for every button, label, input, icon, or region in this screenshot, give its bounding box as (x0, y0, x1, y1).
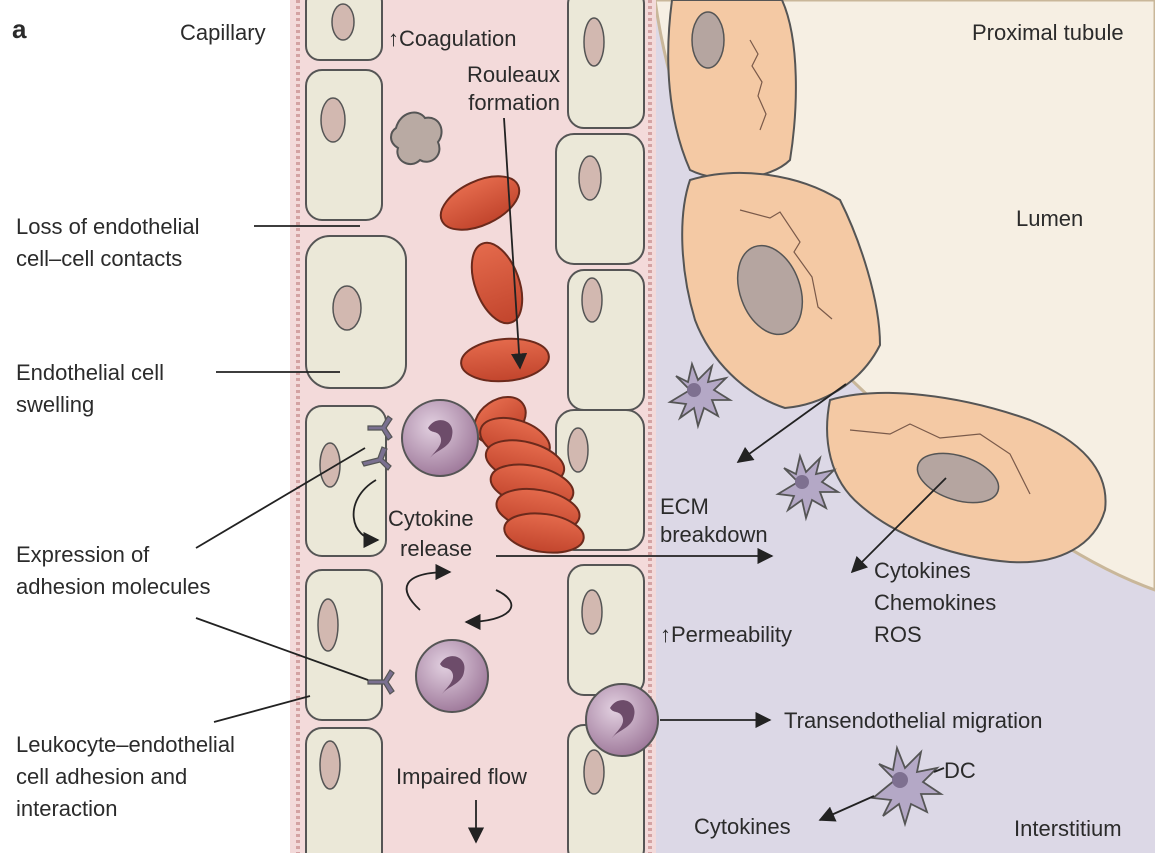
label-dc: DC (944, 758, 976, 783)
label-swelling-2: swelling (16, 392, 94, 417)
endothelial-cell-swollen (306, 236, 406, 388)
endothelial-cell (568, 270, 644, 410)
leukocyte (402, 400, 478, 476)
panel-letter: a (12, 14, 27, 44)
endothelial-cell (568, 0, 644, 128)
label-loss-contacts-1: Loss of endothelial (16, 214, 199, 239)
label-expression-2: adhesion molecules (16, 574, 210, 599)
endothelial-cell (306, 728, 382, 853)
leukocyte-migrating (586, 684, 658, 756)
label-tubule-chemokines: Chemokines (874, 590, 996, 615)
label-tubule-cytokines: Cytokines (874, 558, 971, 583)
label-rouleaux-2: formation (468, 90, 560, 115)
leukocyte (416, 640, 488, 712)
label-rouleaux-1: Rouleaux (467, 62, 560, 87)
endothelial-cell (306, 70, 382, 220)
label-swelling-1: Endothelial cell (16, 360, 164, 385)
platelet (391, 113, 442, 165)
label-capillary: Capillary (180, 20, 266, 45)
label-coagulation: ↑Coagulation (388, 26, 516, 51)
label-lumen: Lumen (1016, 206, 1083, 231)
endothelial-cell (306, 570, 382, 720)
label-leukocyte-2: cell adhesion and (16, 764, 187, 789)
label-dc-cytokines: Cytokines (694, 814, 791, 839)
label-ecm-2: breakdown (660, 522, 768, 547)
label-proximal-tubule: Proximal tubule (972, 20, 1124, 45)
label-tubule-ros: ROS (874, 622, 922, 647)
label-permeability: ↑Permeability (660, 622, 792, 647)
tubule-cell (668, 0, 796, 179)
label-loss-contacts-2: cell–cell contacts (16, 246, 182, 271)
label-interstitium: Interstitium (1014, 816, 1122, 841)
label-expression-1: Expression of (16, 542, 150, 567)
label-impaired-flow: Impaired flow (396, 764, 527, 789)
label-leukocyte-1: Leukocyte–endothelial (16, 732, 235, 757)
label-cytokine-release-2: release (400, 536, 472, 561)
endothelial-cell (306, 0, 382, 60)
endothelial-cell (556, 134, 644, 264)
endothelial-cell (568, 565, 644, 695)
label-ecm-1: ECM (660, 494, 709, 519)
label-cytokine-release-1: Cytokine (388, 506, 474, 531)
label-leukocyte-3: interaction (16, 796, 118, 821)
label-transendothelial: Transendothelial migration (784, 708, 1042, 733)
